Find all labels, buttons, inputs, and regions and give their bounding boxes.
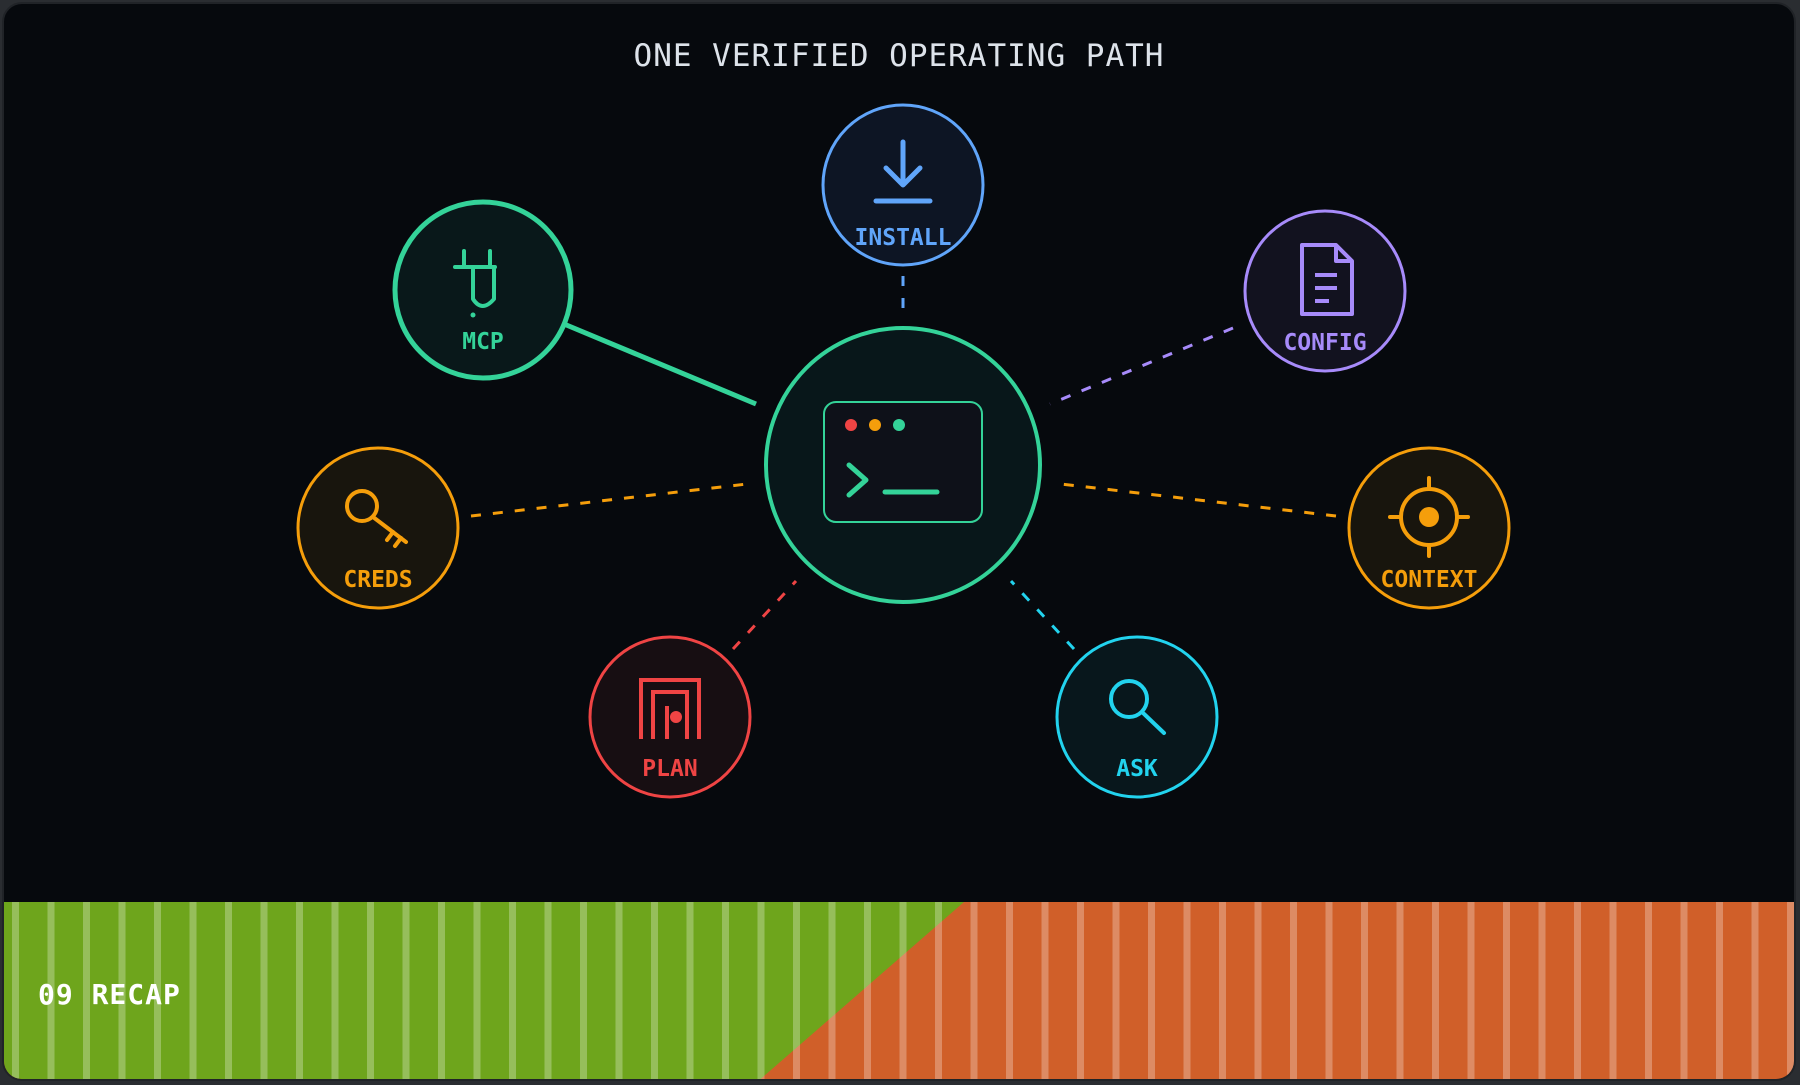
- band-stripe: [1609, 902, 1617, 1079]
- band-stripe: [1680, 902, 1688, 1079]
- band-stripe: [615, 902, 623, 1079]
- band-stripe: [1787, 902, 1794, 1079]
- diagram-title: ONE VERIFIED OPERATING PATH: [633, 38, 1165, 74]
- band-stripe: [189, 902, 197, 1079]
- link-ask: [1009, 579, 1076, 651]
- band-stripe: [1645, 902, 1652, 1079]
- terminal-hub: [764, 326, 1042, 604]
- node-label-mcp: MCP: [462, 329, 504, 355]
- band-stripe: [1432, 902, 1439, 1079]
- target-icon: [1388, 476, 1470, 558]
- node-label-context: CONTEXT: [1381, 567, 1478, 593]
- band-stripe: [83, 902, 90, 1079]
- band-stripe: [1219, 902, 1226, 1079]
- download-icon: [873, 139, 933, 204]
- band-stripe: [1503, 902, 1510, 1079]
- node-label-ask: ASK: [1116, 756, 1158, 782]
- section-label: 09 RECAP: [38, 978, 181, 1011]
- band-stripe: [438, 902, 445, 1079]
- band-green: [4, 902, 964, 1079]
- document-icon: [1300, 243, 1354, 316]
- plug-icon-dot: [470, 312, 476, 318]
- band-stripe: [154, 902, 161, 1079]
- band-stripe: [722, 902, 729, 1079]
- band-stripe: [1290, 902, 1297, 1079]
- band-stripe: [1041, 902, 1049, 1079]
- key-icon: [345, 489, 408, 548]
- node-label-creds: CREDS: [343, 567, 412, 593]
- node-ring: [1347, 446, 1511, 610]
- node-creds: CREDS: [296, 446, 460, 610]
- node-label-config: CONFIG: [1283, 330, 1366, 356]
- band-stripe: [757, 902, 765, 1079]
- band-stripe: [1325, 902, 1333, 1079]
- band-stripe: [260, 902, 268, 1079]
- band-stripe: [1751, 902, 1759, 1079]
- band-stripe: [47, 902, 55, 1079]
- band-stripe: [1254, 902, 1262, 1079]
- link-plan: [731, 579, 798, 651]
- band-stripe: [1716, 902, 1723, 1079]
- band-stripe: [864, 902, 871, 1079]
- node-config: CONFIG: [1243, 209, 1407, 373]
- band-stripe: [1077, 902, 1084, 1079]
- band-stripe: [402, 902, 410, 1079]
- band-stripe: [1148, 902, 1155, 1079]
- node-ring: [296, 446, 460, 610]
- band-stripe: [1006, 902, 1013, 1079]
- node-ring: [1243, 209, 1407, 373]
- target-icon-center: [1419, 507, 1439, 527]
- link-context: [1060, 482, 1337, 518]
- striped-band: [4, 902, 1794, 1079]
- band-stripe: [970, 902, 978, 1079]
- band-stripe: [1574, 902, 1581, 1079]
- band-stripe: [509, 902, 516, 1079]
- band-stripe: [651, 902, 658, 1079]
- maze-icon-dot: [670, 711, 682, 723]
- band-stripe: [1183, 902, 1191, 1079]
- search-icon: [1109, 679, 1166, 735]
- node-context: CONTEXT: [1347, 446, 1511, 610]
- band-stripe: [828, 902, 836, 1079]
- hub-diagram: INSTALL MCP CONFIG: [296, 103, 1511, 799]
- node-plan: PLAN: [588, 635, 752, 799]
- band-stripe: [473, 902, 481, 1079]
- link-creds: [470, 482, 748, 518]
- band-stripe: [1538, 902, 1546, 1079]
- window-dot-amber: [869, 419, 881, 431]
- band-stripe: [1361, 902, 1368, 1079]
- node-ring: [392, 199, 574, 381]
- band-stripe: [331, 902, 339, 1079]
- node-label-install: INSTALL: [855, 225, 952, 251]
- window-dot-red: [845, 419, 857, 431]
- band-stripe: [935, 902, 942, 1079]
- node-ask: ASK: [1055, 635, 1219, 799]
- band-stripe: [899, 902, 907, 1079]
- link-mcp: [563, 321, 757, 407]
- band-stripe: [1112, 902, 1120, 1079]
- band-stripe: [296, 902, 303, 1079]
- band-stripe: [118, 902, 126, 1079]
- band-stripe: [1467, 902, 1475, 1079]
- node-label-plan: PLAN: [642, 756, 697, 782]
- node-install: INSTALL: [821, 103, 985, 267]
- node-mcp: MCP: [392, 199, 574, 381]
- band-stripe: [367, 902, 374, 1079]
- band-stripe: [1396, 902, 1404, 1079]
- window-dot-green: [893, 419, 905, 431]
- band-stripe: [225, 902, 232, 1079]
- band-stripe: [580, 902, 587, 1079]
- plug-icon: [453, 249, 497, 308]
- section-footer-band: 09 RECAP: [4, 902, 1794, 1079]
- band-stripe: [12, 902, 19, 1079]
- band-stripe: [544, 902, 552, 1079]
- link-config: [1049, 326, 1234, 406]
- maze-icon: [639, 678, 701, 739]
- band-stripe: [686, 902, 694, 1079]
- band-stripe: [793, 902, 800, 1079]
- terminal-icon: [823, 401, 983, 523]
